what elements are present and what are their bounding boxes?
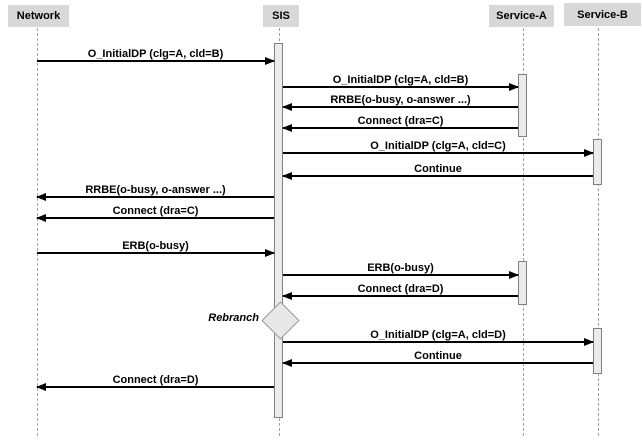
- actor-box-service-a: Service-A: [489, 5, 554, 27]
- actor-label-service-b: Service-B: [577, 8, 628, 21]
- message-line: [283, 127, 518, 129]
- message-sis-to-network: RRBE(o-busy, o-answer ...): [36, 179, 274, 201]
- message-label: O_InitialDP (clg=A, cld=B): [332, 74, 469, 86]
- message-label: Connect (dra=D): [112, 374, 199, 386]
- message-line: [283, 152, 593, 154]
- arrowhead-left-icon: [282, 292, 292, 300]
- message-line: [283, 362, 593, 364]
- activation-bar-sis: [274, 43, 283, 418]
- arrowhead-right-icon: [509, 271, 519, 279]
- lifeline-service-b: [598, 28, 599, 436]
- arrowhead-left-icon: [36, 214, 46, 222]
- message-label: ERB(o-busy): [367, 262, 434, 274]
- message-service-a-to-sis: RRBE(o-busy, o-answer ...): [282, 89, 518, 111]
- message-label: Continue: [414, 350, 462, 362]
- message-line: [37, 386, 274, 388]
- message-sis-to-service-b: O_InitialDP (clg=A, cld=D): [283, 324, 594, 346]
- arrowhead-left-icon: [36, 193, 46, 201]
- message-line: [37, 60, 274, 62]
- message-label: O_InitialDP (clg=A, cld=C): [370, 140, 506, 152]
- message-sis-to-service-a: O_InitialDP (clg=A, cld=B): [283, 69, 519, 91]
- lifeline-network: [37, 28, 38, 436]
- arrowhead-left-icon: [36, 383, 46, 391]
- activation-bar-service-b: [593, 328, 602, 374]
- message-service-a-to-sis: Connect (dra=D): [282, 278, 518, 300]
- message-label: RRBE(o-busy, o-answer ...): [330, 94, 471, 106]
- rebranch-label: Rebranch: [208, 312, 259, 324]
- arrowhead-left-icon: [282, 359, 292, 367]
- message-line: [283, 106, 518, 108]
- message-label: Connect (dra=C): [357, 115, 444, 127]
- message-label: O_InitialDP (clg=A, cld=B): [87, 48, 224, 60]
- message-service-a-to-sis: Connect (dra=C): [282, 110, 518, 132]
- arrowhead-left-icon: [282, 124, 292, 132]
- actor-box-sis: SIS: [263, 5, 299, 27]
- message-line: [37, 217, 274, 219]
- actor-label-sis: SIS: [272, 10, 290, 22]
- message-sis-to-network: Connect (dra=C): [36, 200, 274, 222]
- arrowhead-right-icon: [265, 249, 275, 257]
- message-line: [283, 295, 518, 297]
- actor-box-network: Network: [8, 5, 69, 27]
- message-line: [283, 86, 518, 88]
- activation-bar-service-a: [518, 74, 527, 137]
- message-line: [37, 196, 274, 198]
- message-label: ERB(o-busy): [122, 240, 189, 252]
- arrowhead-left-icon: [282, 172, 292, 180]
- lifeline-service-a: [523, 28, 524, 436]
- message-line: [283, 274, 518, 276]
- message-line: [283, 175, 593, 177]
- message-service-b-to-sis: Continue: [282, 158, 593, 180]
- arrowhead-left-icon: [282, 103, 292, 111]
- message-line: [283, 341, 593, 343]
- message-label: Continue: [414, 163, 462, 175]
- message-network-to-sis: ERB(o-busy): [37, 235, 275, 257]
- arrowhead-right-icon: [584, 338, 594, 346]
- actor-label-network: Network: [16, 10, 61, 22]
- message-sis-to-network: Connect (dra=D): [36, 369, 274, 391]
- message-label: Connect (dra=C): [112, 205, 199, 217]
- message-sis-to-service-a: ERB(o-busy): [283, 257, 519, 279]
- message-label: O_InitialDP (clg=A, cld=D): [370, 329, 506, 341]
- message-network-to-sis: O_InitialDP (clg=A, cld=B): [37, 43, 275, 65]
- message-line: [37, 252, 274, 254]
- message-service-b-to-sis: Continue: [282, 345, 593, 367]
- arrowhead-right-icon: [584, 149, 594, 157]
- message-label: RRBE(o-busy, o-answer ...): [85, 184, 226, 196]
- message-sis-to-service-b: O_InitialDP (clg=A, cld=C): [283, 135, 594, 157]
- actor-label-service-a: Service-A: [496, 10, 547, 22]
- arrowhead-right-icon: [509, 83, 519, 91]
- activation-bar-service-a: [518, 261, 527, 305]
- actor-box-service-b: Service-B: [564, 3, 641, 26]
- message-label: Connect (dra=D): [357, 283, 444, 295]
- activation-bar-service-b: [593, 139, 602, 185]
- arrowhead-right-icon: [265, 57, 275, 65]
